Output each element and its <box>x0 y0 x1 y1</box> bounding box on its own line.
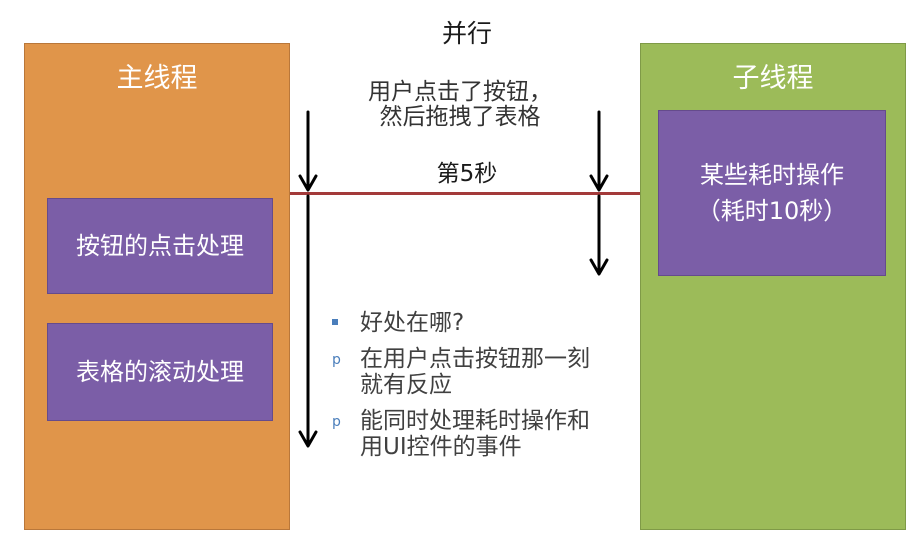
diagram-title: 并行 <box>441 19 492 48</box>
table-scroll-handler-label: 表格的滚动处理 <box>76 358 244 386</box>
square-bullet-icon: ▪ <box>332 319 338 325</box>
timeline-label: 第5秒 <box>436 161 498 187</box>
child-thread-panel: 子线程 某些耗时操作 （耗时10秒） <box>640 43 906 530</box>
button-click-handler-box: 按钮的点击处理 <box>47 198 273 294</box>
time-consuming-task-duration: （耗时10秒） <box>696 197 848 225</box>
user-event-text: 用户点击了按钮， 然后拖拽了表格 <box>330 80 590 130</box>
bullet-line-1: 好处在哪? <box>360 310 465 336</box>
time-consuming-task-box: 某些耗时操作 （耗时10秒） <box>658 110 886 276</box>
time-consuming-task-label: 某些耗时操作 <box>700 161 844 189</box>
user-event-line-2: 然后拖拽了表格 <box>379 104 541 130</box>
main-thread-panel: 主线程 按钮的点击处理 表格的滚动处理 <box>24 43 290 530</box>
button-click-handler-label: 按钮的点击处理 <box>76 232 244 260</box>
p-bullet-icon: p <box>332 414 341 430</box>
left-arrow-long <box>298 194 318 448</box>
p-bullet-icon: p <box>332 352 341 368</box>
list-item: ▪ 好处在哪? <box>330 310 630 336</box>
timeline-line <box>290 192 640 195</box>
user-event-line-1: 用户点击了按钮， <box>368 79 552 105</box>
list-item: p 在用户点击按钮那一刻 就有反应 <box>330 346 630 398</box>
bullet-line-2: 用UI控件的事件 <box>360 434 522 460</box>
left-arrow-upper <box>298 110 318 192</box>
list-item: p 能同时处理耗时操作和 用UI控件的事件 <box>330 408 630 460</box>
right-arrow-lower <box>589 194 609 276</box>
right-arrow-upper <box>589 110 609 192</box>
table-scroll-handler-box: 表格的滚动处理 <box>47 323 273 421</box>
child-thread-title: 子线程 <box>732 63 814 94</box>
main-thread-title: 主线程 <box>116 63 198 94</box>
bullet-line-1: 在用户点击按钮那一刻 <box>360 346 590 372</box>
benefits-list: ▪ 好处在哪? p 在用户点击按钮那一刻 就有反应 p 能同时处理耗时操作和 用… <box>330 310 630 470</box>
bullet-line-1: 能同时处理耗时操作和 <box>360 408 590 434</box>
bullet-line-2: 就有反应 <box>360 372 452 398</box>
